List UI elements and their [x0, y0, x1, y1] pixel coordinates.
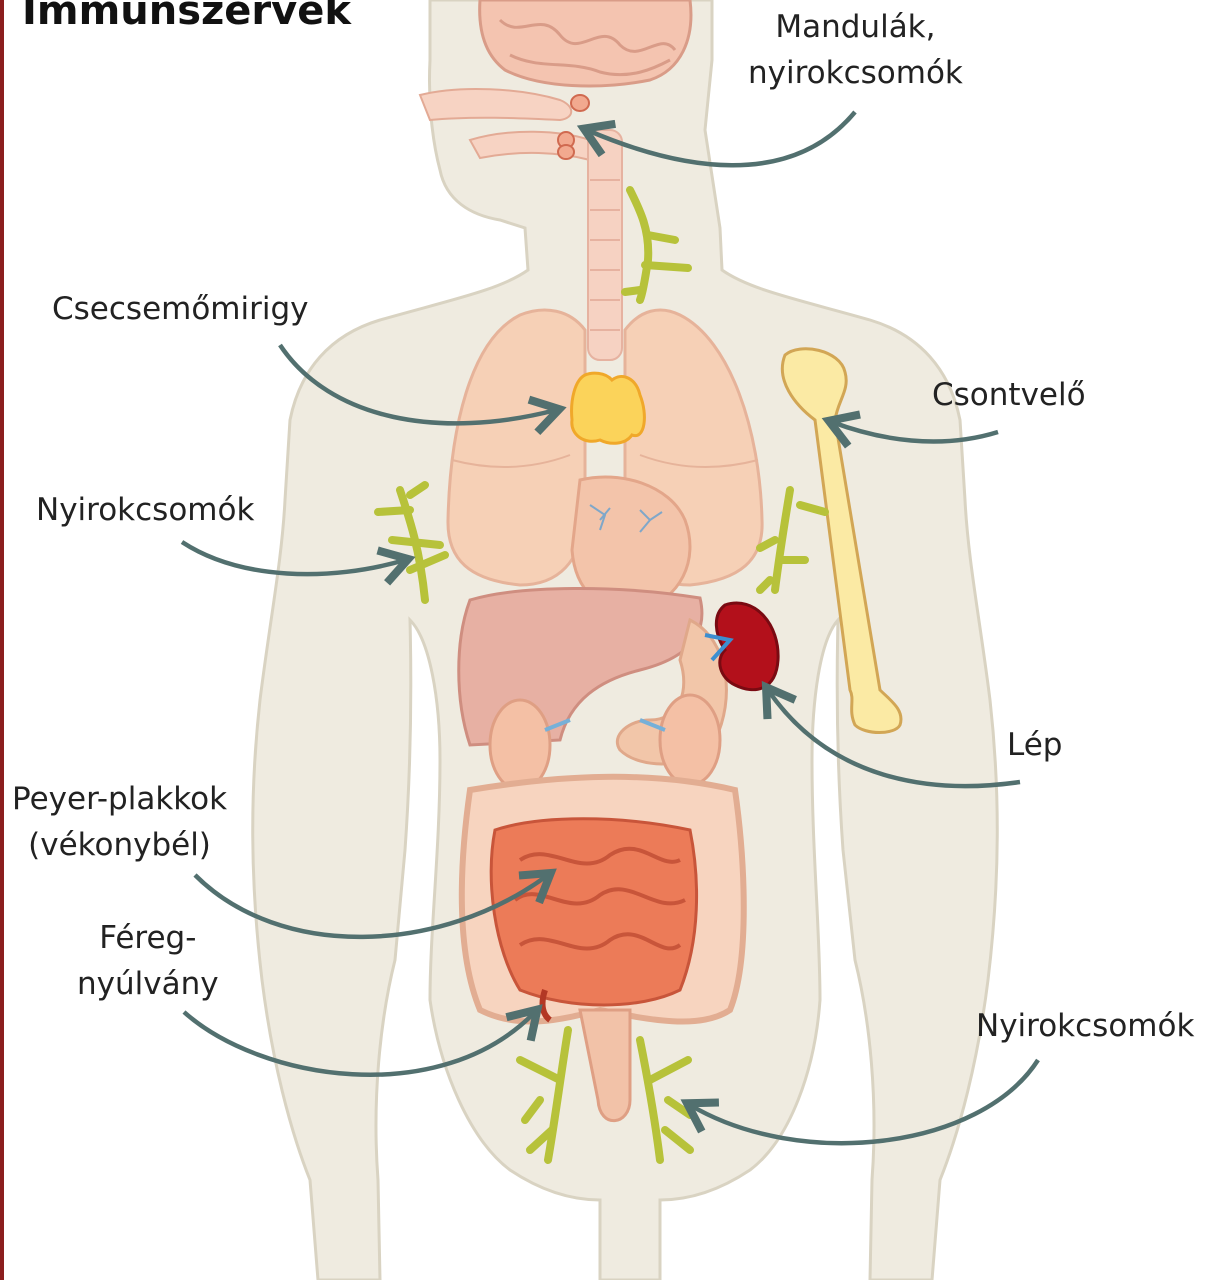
label-bone-marrow: Csontvelő: [932, 372, 1086, 418]
label-spleen: Lép: [1007, 722, 1062, 768]
small-intestine: [491, 819, 696, 1005]
brain: [480, 0, 691, 86]
label-appendix: Féreg- nyúlvány: [77, 915, 219, 1007]
label-appendix-line1: Féreg-: [77, 915, 219, 961]
label-peyer-line2: (vékonybél): [12, 822, 227, 868]
label-tonsils-line2: nyirokcsomók: [748, 50, 963, 96]
diagram-title: Immunszervek: [22, 0, 351, 36]
label-tonsils-line1: Mandulák,: [748, 4, 963, 50]
label-peyer-line1: Peyer-plakkok: [12, 776, 227, 822]
label-peyer: Peyer-plakkok (vékonybél): [12, 776, 227, 868]
thymus: [572, 373, 645, 443]
label-appendix-line2: nyúlvány: [77, 961, 219, 1007]
label-thymus: Csecsemőmirigy: [52, 286, 309, 332]
trachea: [588, 130, 622, 360]
label-lymph-nodes-right: Nyirokcsomók: [976, 1003, 1194, 1049]
label-lymph-nodes-left: Nyirokcsomók: [36, 487, 254, 533]
label-tonsils: Mandulák, nyirokcsomók: [748, 4, 963, 96]
